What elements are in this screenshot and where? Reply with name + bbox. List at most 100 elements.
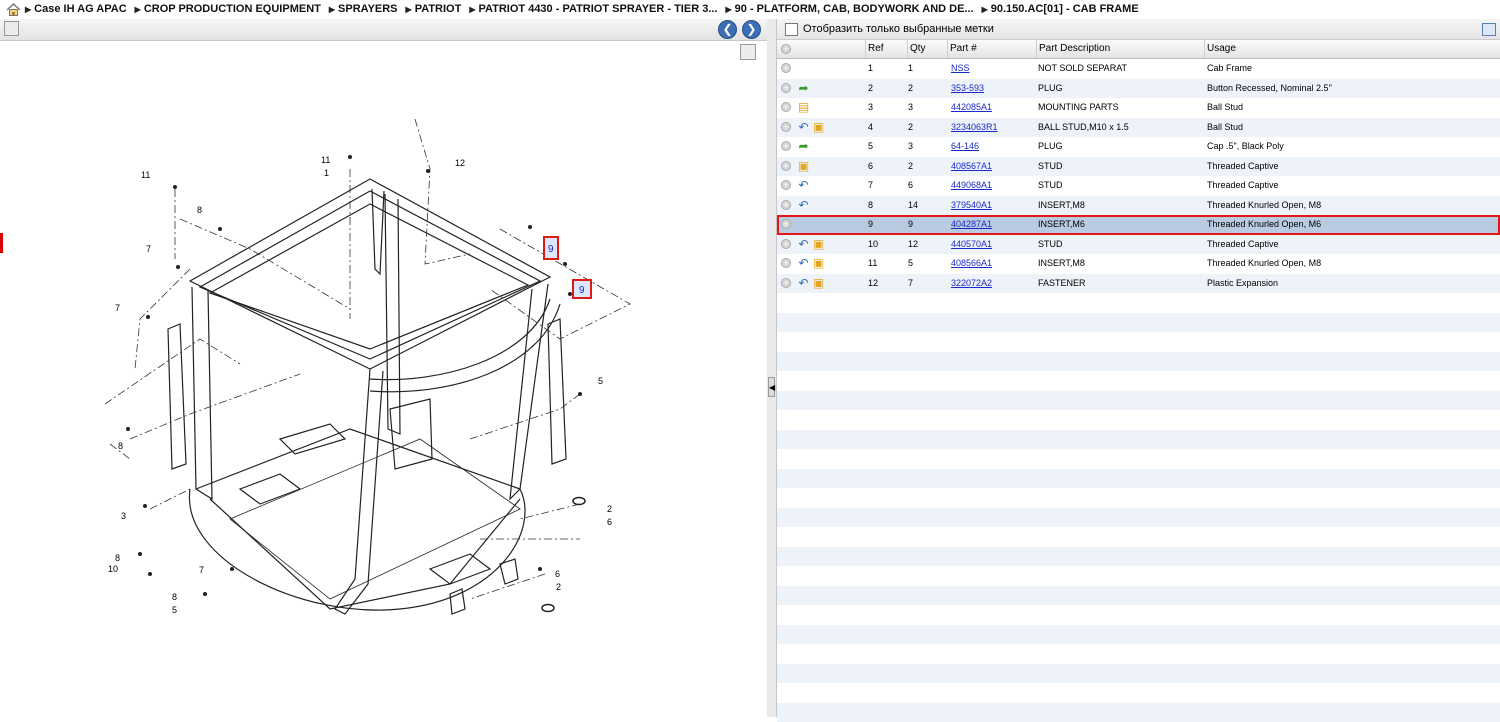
row-qty: 12: [908, 235, 918, 255]
row-ref: 8: [868, 196, 873, 216]
green-arrow-icon[interactable]: ➦: [797, 140, 810, 153]
row-part-number[interactable]: 3234063R1: [951, 118, 998, 138]
row-description: INSERT,M8: [1038, 254, 1085, 274]
row-usage: Ball Stud: [1207, 98, 1243, 118]
expand-row-icon[interactable]: +: [781, 63, 791, 73]
callout-8: 8: [118, 441, 123, 451]
panel-splitter[interactable]: ◀: [767, 19, 777, 717]
house-icon[interactable]: [5, 2, 21, 16]
note-icon[interactable]: ▤: [797, 101, 810, 114]
export-icon[interactable]: [4, 21, 19, 36]
expand-row-icon[interactable]: +: [781, 219, 791, 229]
row-ref: 1: [868, 59, 873, 79]
expand-row-icon[interactable]: +: [781, 122, 791, 132]
blue-arrow-icon[interactable]: ↶: [797, 257, 810, 270]
expand-all-icon[interactable]: +: [781, 44, 791, 54]
row-ref: 2: [868, 79, 873, 99]
expand-row-icon[interactable]: +: [781, 200, 791, 210]
blue-arrow-icon[interactable]: ↶: [797, 179, 810, 192]
breadcrumb-item-1[interactable]: ▶CROP PRODUCTION EQUIPMENT: [135, 3, 321, 15]
header-qty[interactable]: Qty: [907, 40, 947, 58]
empty-row: [777, 449, 1500, 469]
breadcrumb-item-2[interactable]: ▶SPRAYERS: [329, 3, 398, 15]
callout-12: 12: [455, 158, 465, 168]
previous-arrow-icon[interactable]: ❮: [718, 20, 737, 39]
row-description: BALL STUD,M10 x 1.5: [1038, 118, 1129, 138]
expand-row-icon[interactable]: +: [781, 161, 791, 171]
empty-row: [777, 566, 1500, 586]
row-qty: 2: [908, 118, 913, 138]
row-part-number[interactable]: 379540A1: [951, 196, 992, 216]
callout-6: 6: [555, 569, 560, 579]
row-part-number[interactable]: 64-146: [951, 137, 979, 157]
expand-row-icon[interactable]: +: [781, 141, 791, 151]
callout-5: 5: [172, 605, 177, 615]
breadcrumb-item-5[interactable]: ▶90 - PLATFORM, CAB, BODYWORK AND DE...: [726, 3, 974, 15]
collapse-arrow-icon[interactable]: ◀: [768, 377, 775, 397]
empty-row: [777, 664, 1500, 684]
expand-row-icon[interactable]: +: [781, 180, 791, 190]
row-part-number[interactable]: 408567A1: [951, 157, 992, 177]
box-icon[interactable]: ▣: [812, 121, 825, 134]
box-icon[interactable]: ▣: [797, 160, 810, 173]
row-ref: 11: [868, 254, 877, 274]
callout-2: 2: [556, 582, 561, 592]
box-icon[interactable]: ▣: [812, 257, 825, 270]
blue-arrow-icon[interactable]: ↶: [797, 238, 810, 251]
header-usage[interactable]: Usage: [1204, 40, 1500, 58]
expand-row-icon[interactable]: +: [781, 258, 791, 268]
breadcrumb-item-4[interactable]: ▶PATRIOT 4430 - PATRIOT SPRAYER - TIER 3…: [469, 3, 717, 15]
row-usage: Threaded Knurled Open, M8: [1207, 196, 1321, 216]
blue-arrow-icon[interactable]: ↶: [797, 277, 810, 290]
row-part-number[interactable]: 404287A1: [951, 215, 992, 235]
expand-row-icon[interactable]: +: [781, 239, 791, 249]
callout-11: 11: [141, 170, 150, 180]
row-part-number[interactable]: NSS: [951, 59, 970, 79]
callout-7: 7: [115, 303, 120, 313]
empty-row: [777, 508, 1500, 528]
breadcrumb-item-6[interactable]: ▶90.150.AC[01] - CAB FRAME: [982, 3, 1139, 15]
empty-row: [777, 410, 1500, 430]
row-part-number[interactable]: 449068A1: [951, 176, 992, 196]
header-description[interactable]: Part Description: [1036, 40, 1204, 58]
box-icon[interactable]: ▣: [812, 277, 825, 290]
filter-bar: Отобразить только выбранные метки: [777, 19, 1500, 40]
row-part-number[interactable]: 322072A2: [951, 274, 992, 294]
row-part-number[interactable]: 353-593: [951, 79, 984, 99]
expand-row-icon[interactable]: +: [781, 278, 791, 288]
row-qty: 7: [908, 274, 913, 294]
row-qty: 2: [908, 79, 913, 99]
breadcrumb-item-0[interactable]: ▶Case IH AG APAC: [25, 3, 127, 15]
highlighted-callout[interactable]: 9 9: [544, 237, 591, 298]
blue-arrow-icon[interactable]: ↶: [797, 121, 810, 134]
show-selected-checkbox[interactable]: [785, 23, 798, 36]
expand-row-icon[interactable]: +: [781, 102, 791, 112]
header-part[interactable]: Part #: [947, 40, 1036, 58]
expand-row-icon[interactable]: +: [781, 83, 791, 93]
row-part-number[interactable]: 442085A1: [951, 98, 992, 118]
blue-arrow-icon[interactable]: ↶: [797, 199, 810, 212]
row-part-number[interactable]: 440570A1: [951, 235, 992, 255]
list-view-icon[interactable]: [1482, 23, 1496, 36]
callout-3: 3: [121, 511, 126, 521]
row-part-number[interactable]: 408566A1: [951, 254, 992, 274]
next-arrow-icon[interactable]: ❯: [742, 20, 761, 39]
green-arrow-icon[interactable]: ➦: [797, 82, 810, 95]
box-icon[interactable]: ▣: [812, 238, 825, 251]
row-qty: 3: [908, 137, 913, 157]
header-ref[interactable]: Ref: [865, 40, 907, 58]
empty-row: [777, 488, 1500, 508]
breadcrumb-item-3[interactable]: ▶PATRIOT: [406, 3, 462, 15]
